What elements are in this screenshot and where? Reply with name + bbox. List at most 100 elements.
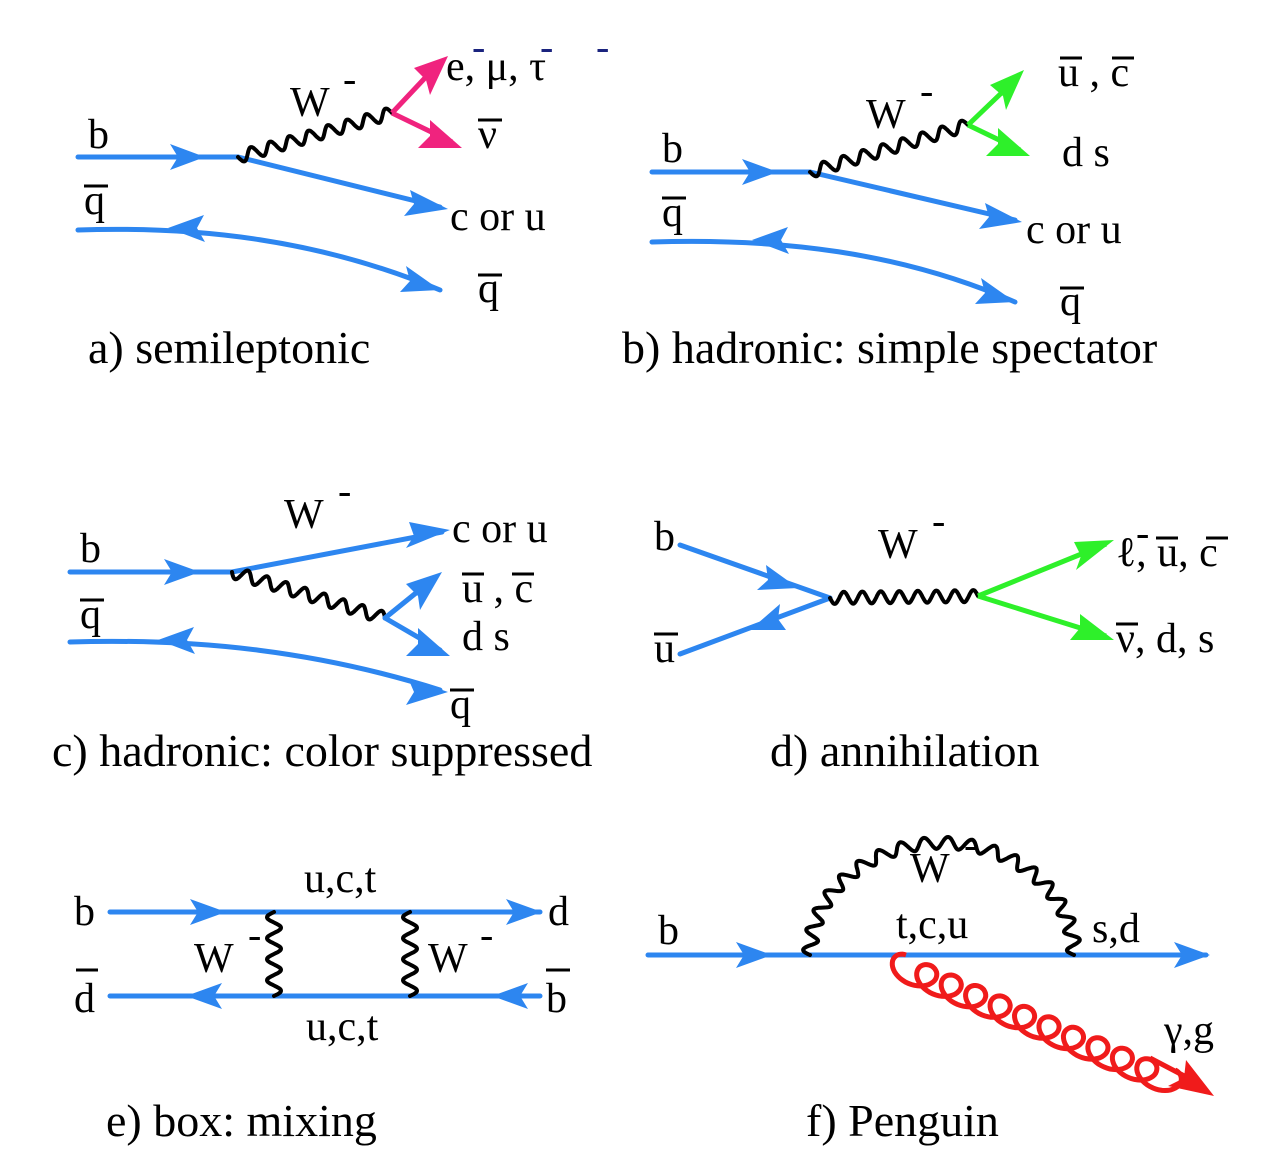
a-label-qbar-out: q bbox=[478, 266, 499, 312]
c-caption: c) hadronic: color suppressed bbox=[52, 725, 592, 776]
b-caption: b) hadronic: simple spectator bbox=[622, 322, 1157, 373]
a-b-arrow bbox=[170, 144, 205, 170]
a-c-arrow bbox=[404, 190, 448, 216]
a-label-qbar-in: q bbox=[84, 178, 105, 224]
b-spectator-in-arrow bbox=[752, 227, 789, 254]
c-b-arrow bbox=[164, 559, 200, 585]
e-label-w-left-sup: - bbox=[248, 912, 261, 957]
e-label-w-right-sup: - bbox=[480, 912, 493, 957]
d-label-w: W bbox=[878, 522, 918, 568]
d-ubar-arrow bbox=[750, 604, 786, 630]
diagram-e: b d u,c,t u,c,t d b W - W - e) box: mixi… bbox=[74, 856, 570, 1146]
a-label-nubar: ν bbox=[478, 112, 497, 158]
f-label-w-sup: - bbox=[964, 822, 977, 867]
c-label-d-s: d s bbox=[462, 614, 510, 660]
f-b-arrow bbox=[736, 942, 772, 968]
d-w-boson bbox=[828, 588, 980, 606]
b-label-b: b bbox=[662, 126, 683, 172]
f-out-arrow bbox=[1174, 942, 1210, 968]
b-w-boson bbox=[808, 118, 970, 179]
c-label-c-or-u: c or u bbox=[452, 506, 548, 552]
a-label-lep-sup2: - bbox=[540, 24, 553, 69]
c-c-arrow bbox=[406, 522, 450, 548]
e-bottom-left-arrow bbox=[186, 983, 222, 1009]
f-label-loop: t,c,u bbox=[896, 902, 968, 948]
b-spectator-out-arrow bbox=[975, 278, 1015, 304]
a-label-lep-sup1: - bbox=[472, 24, 485, 69]
c-spectator-in-arrow bbox=[158, 627, 195, 654]
e-label-bottom-mid: u,c,t bbox=[306, 1004, 379, 1050]
c-label-b: b bbox=[80, 526, 101, 572]
e-label-top-mid: u,c,t bbox=[304, 856, 377, 902]
d-b-arrow bbox=[757, 565, 798, 590]
b-label-qbar-in: q bbox=[662, 190, 683, 236]
b-antiquark-arrow bbox=[990, 70, 1024, 110]
diagram-f: b W - t,c,u s,d γ,g f) Penguin bbox=[645, 822, 1214, 1146]
f-label-w: W bbox=[910, 846, 950, 892]
c-w-boson bbox=[230, 568, 387, 622]
a-w-boson bbox=[236, 106, 394, 164]
d-caption: d) annihilation bbox=[770, 725, 1040, 776]
e-label-bbar-out: b bbox=[546, 976, 567, 1022]
f-label-gamma-g: γ,g bbox=[1163, 1008, 1214, 1054]
d-label-w-sup: - bbox=[932, 498, 945, 543]
b-label-c-or-u: c or u bbox=[1026, 207, 1122, 253]
e-bottom-right-arrow bbox=[492, 983, 528, 1009]
f-gluon-arrow bbox=[1168, 1060, 1214, 1096]
c-label-qbar-out: q bbox=[450, 682, 471, 728]
b-b-arrow bbox=[742, 159, 778, 185]
a-c-quark-line bbox=[235, 154, 443, 210]
c-quark-arrow bbox=[406, 628, 450, 656]
diagram-a: b q W - e, μ, τ - - - ν c or u q a) semi… bbox=[75, 24, 609, 373]
c-label-w-sup: - bbox=[338, 468, 351, 513]
c-label-qbar-in: q bbox=[80, 592, 101, 638]
a-spectator-line bbox=[75, 226, 443, 293]
b-quark-arrow bbox=[986, 128, 1030, 156]
b-c-arrow bbox=[979, 203, 1022, 229]
d-bottom-out-arrow bbox=[1070, 614, 1114, 640]
c-label-w: W bbox=[284, 492, 324, 538]
d-b-quark-line bbox=[677, 542, 833, 601]
b-spectator-line bbox=[649, 238, 1018, 305]
e-top-left-arrow bbox=[190, 899, 226, 925]
a-spectator-in-arrow bbox=[168, 215, 205, 242]
f-w-loop bbox=[801, 835, 1082, 957]
c-c-quark-line bbox=[229, 529, 445, 575]
d-label-b: b bbox=[654, 514, 675, 560]
a-label-w: W bbox=[290, 80, 330, 126]
diagram-d: b u W - ℓ, u, c - ν, d, s d) annihilatio… bbox=[654, 498, 1228, 776]
a-label-b: b bbox=[88, 112, 109, 158]
e-label-w-left: W bbox=[194, 936, 234, 982]
d-top-out-arrow bbox=[1074, 540, 1114, 570]
d-label-ubar: u bbox=[654, 626, 675, 672]
f-gluon-photon bbox=[889, 951, 1184, 1094]
e-label-b: b bbox=[74, 889, 95, 935]
b-label-w-sup: - bbox=[920, 68, 933, 113]
a-label-c-or-u: c or u bbox=[450, 194, 546, 240]
d-label-top-sup: - bbox=[1136, 510, 1149, 555]
e-label-dbar: d bbox=[74, 976, 95, 1022]
b-label-w: W bbox=[866, 92, 906, 138]
e-w-right bbox=[401, 910, 419, 998]
diagram-b: b q W - u , c d s c or u q b) hadronic: … bbox=[622, 50, 1157, 373]
diagram-c: b q W - c or u u , c d s q c) hadronic: … bbox=[52, 468, 592, 776]
a-label-w-sup: - bbox=[343, 56, 356, 101]
a-neutrino-arrow bbox=[418, 120, 462, 148]
e-caption: e) box: mixing bbox=[106, 1095, 377, 1146]
c-spectator-line bbox=[67, 638, 443, 693]
c-spectator-out-arrow bbox=[406, 678, 448, 705]
a-label-leptons: e, μ, τ bbox=[446, 44, 546, 90]
a-caption: a) semileptonic bbox=[88, 322, 370, 373]
f-label-s-d: s,d bbox=[1092, 906, 1140, 952]
b-label-d-s: d s bbox=[1062, 130, 1110, 176]
b-c-quark-line bbox=[807, 169, 1018, 223]
f-caption: f) Penguin bbox=[806, 1095, 999, 1146]
a-spectator-out-arrow bbox=[400, 266, 440, 292]
e-w-left bbox=[265, 910, 283, 998]
e-label-d-out: d bbox=[548, 889, 569, 935]
e-top-right-arrow bbox=[506, 899, 542, 925]
a-label-lep-sup3: - bbox=[596, 24, 609, 69]
c-antiquark-arrow bbox=[406, 572, 442, 610]
